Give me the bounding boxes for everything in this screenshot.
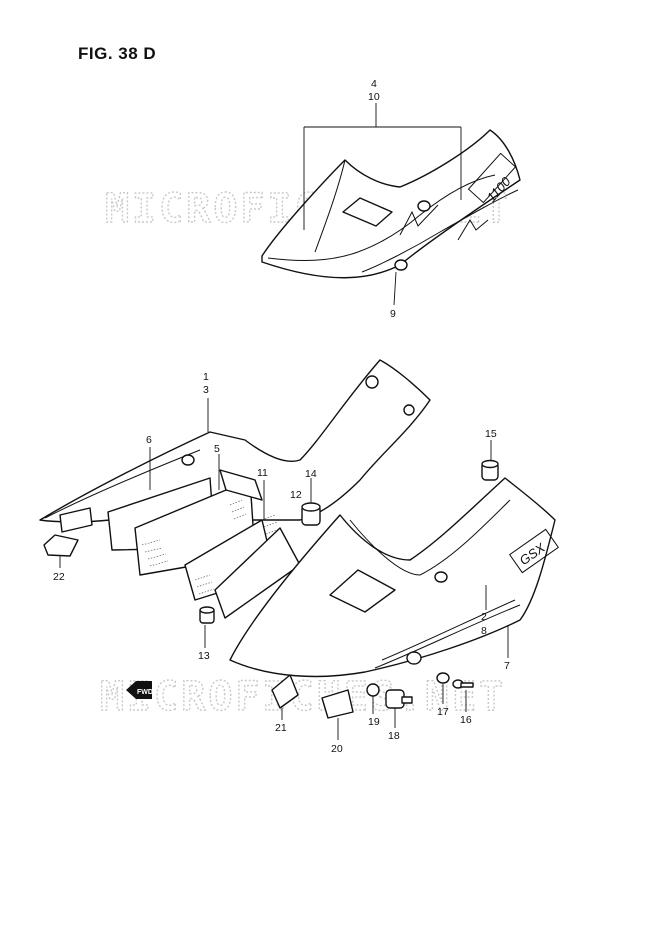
callout-21: 21 [275,722,287,734]
callout-13: 13 [198,650,210,662]
callout-1: 1 [203,371,209,383]
callout-15: 15 [485,428,497,440]
callout-9: 9 [390,308,396,320]
callout-4: 4 [371,78,377,90]
callout-16: 16 [460,714,472,726]
washer-17 [436,672,450,684]
callout-6: 6 [146,434,152,446]
callout-18: 18 [388,730,400,742]
leader-9 [393,271,397,306]
grommet-18 [385,689,413,709]
callout-14: 14 [305,468,317,480]
collar-19 [366,683,380,697]
top-cowl-part: 1100 [261,129,521,279]
callout-10: 10 [368,91,380,103]
rubber-pad-22 [43,534,79,557]
callout-3: 3 [203,384,209,396]
callout-12: 12 [290,489,302,501]
pad-21 [271,674,299,709]
watermark-bottom: MICROFICHES.NET [100,674,506,720]
callout-7: 7 [504,660,510,672]
callout-8: 8 [481,625,487,637]
callout-2: 2 [481,611,487,623]
callout-17: 17 [437,706,449,718]
grommet-15 [481,459,499,481]
pad-20 [321,689,354,719]
callout-20: 20 [331,743,343,755]
screw-16 [452,679,474,689]
lower-side-cover-part: GSX [229,477,560,678]
callout-22: 22 [53,571,65,583]
svg-text:FWD: FWD [137,689,153,696]
clip-part [181,454,195,466]
grommet-13 [199,606,215,624]
callout-11: 11 [257,467,268,479]
grommet-12-14 [301,502,321,526]
figure-title: FIG. 38 D [78,44,157,63]
callout-19: 19 [368,716,380,728]
callout-5: 5 [214,443,220,455]
leader-4-10 [303,103,462,230]
inner-panels [107,469,301,619]
fwd-arrow-icon: FWD [126,681,153,699]
